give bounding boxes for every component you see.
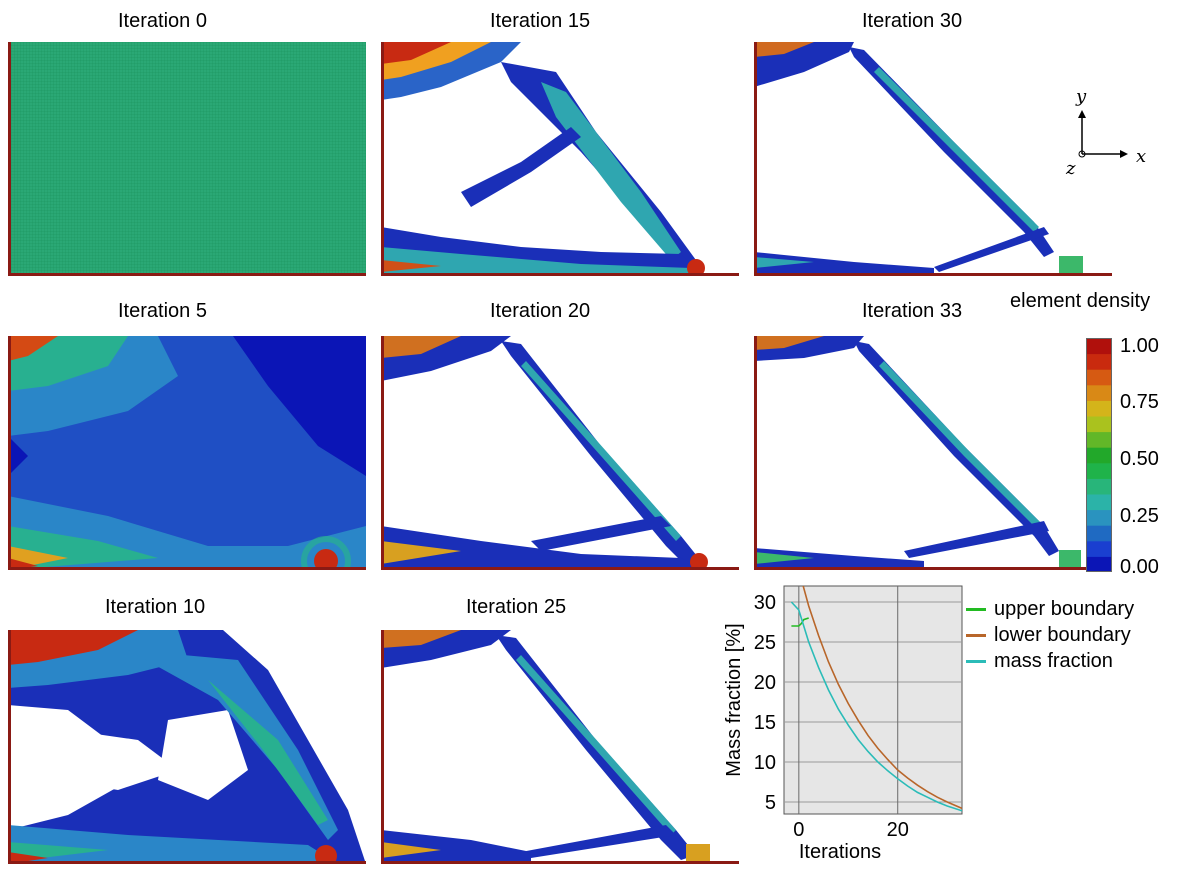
coordinate-axes-indicator: y x z: [1058, 86, 1158, 191]
panel-label-iteration-0: Iteration 0: [118, 10, 207, 32]
chart-legend: upper boundary lower boundary mass fract…: [966, 596, 1134, 674]
colorbar-segment: [1086, 509, 1112, 526]
panel-label-iteration-20: Iteration 20: [490, 300, 591, 322]
plot-area: [783, 585, 963, 815]
legend-label: lower boundary: [994, 623, 1131, 646]
legend-label: mass fraction: [994, 649, 1113, 672]
panel-label-iteration-25: Iteration 25: [466, 596, 567, 618]
y-tick-label: 15: [754, 712, 776, 734]
colorbar-tick: 0.75: [1120, 391, 1159, 413]
axis-x-label: x: [1136, 146, 1147, 167]
colorbar-segment: [1086, 384, 1112, 401]
colorbar: [1086, 338, 1112, 577]
panel-iteration-25: [381, 630, 739, 864]
colorbar-tick: 0.50: [1120, 448, 1159, 470]
colorbar-segment: [1086, 478, 1112, 495]
y-tick-label: 5: [765, 792, 776, 814]
panel-label-iteration-10: Iteration 10: [105, 596, 206, 618]
colorbar-tick: 1.00: [1120, 335, 1159, 357]
colorbar-segment: [1086, 540, 1112, 557]
colorbar-tick: 0.00: [1120, 556, 1159, 578]
colorbar-segment: [1086, 447, 1112, 464]
panel-label-iteration-5: Iteration 5: [118, 300, 207, 322]
axis-z-label: z: [1066, 158, 1076, 179]
colorbar-segment: [1086, 338, 1112, 355]
legend-swatch: [966, 633, 986, 637]
panel-iteration-10: [8, 630, 366, 864]
legend-label: upper boundary: [994, 597, 1135, 620]
series-line-upper-boundary: [791, 617, 809, 627]
x-axis-label: Iterations: [799, 841, 881, 863]
panel-iteration-20: [381, 336, 739, 570]
x-tick-label: 0: [793, 819, 804, 841]
colorbar-segment: [1086, 353, 1112, 370]
legend-item-lower-boundary: lower boundary: [966, 622, 1134, 648]
axis-y-label: y: [1076, 86, 1087, 107]
series-line-mass-fraction: [790, 601, 962, 812]
legend-swatch: [966, 659, 986, 663]
panel-label-iteration-30: Iteration 30: [862, 10, 963, 32]
colorbar-tick: 0.25: [1120, 505, 1159, 527]
series-line-lower-boundary: [802, 586, 962, 810]
legend-swatch: [966, 607, 986, 611]
panel-iteration-15: [381, 42, 739, 276]
colorbar-segment: [1086, 525, 1112, 542]
y-tick-label: 30: [754, 592, 776, 614]
panel-label-iteration-33: Iteration 33: [862, 300, 963, 322]
colorbar-title: element density: [1010, 290, 1151, 312]
colorbar-segment: [1086, 431, 1112, 448]
colorbar-segment: [1086, 462, 1112, 479]
colorbar-segment: [1086, 494, 1112, 511]
colorbar-segment: [1086, 416, 1112, 433]
panel-iteration-0: [8, 42, 366, 276]
y-axis-label: Mass fraction [%]: [723, 623, 745, 776]
panel-label-iteration-15: Iteration 15: [490, 10, 591, 32]
legend-item-upper-boundary: upper boundary: [966, 596, 1134, 622]
legend-item-mass-fraction: mass fraction: [966, 648, 1134, 674]
y-tick-label: 20: [754, 672, 776, 694]
panel-iteration-33: [754, 336, 1112, 570]
colorbar-segment: [1086, 369, 1112, 386]
colorbar-segment: [1086, 556, 1112, 573]
x-tick-label: 20: [887, 819, 909, 841]
colorbar-segment: [1086, 400, 1112, 417]
y-tick-label: 10: [754, 752, 776, 774]
panel-iteration-5: [8, 336, 366, 570]
panel-iteration-30: [754, 42, 1112, 276]
y-tick-label: 25: [754, 632, 776, 654]
